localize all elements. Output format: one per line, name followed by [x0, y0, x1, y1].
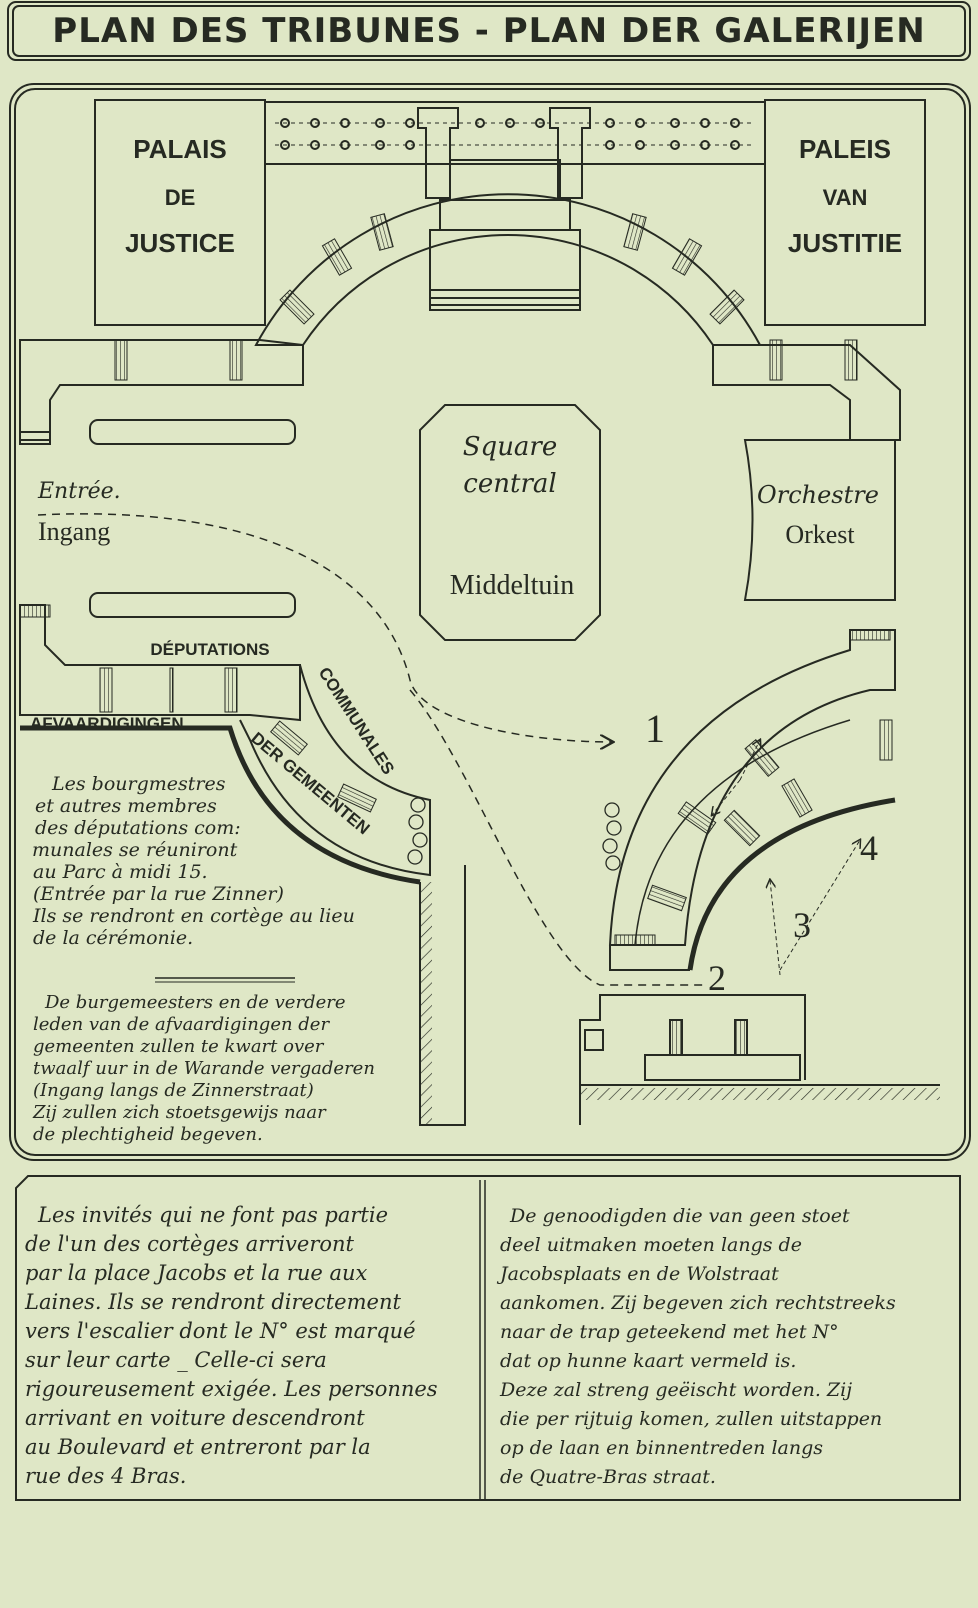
stair-number: 1 [645, 706, 665, 751]
info-line: Deze zal streng geëischt worden. Zij [499, 1379, 852, 1401]
note-line: et autres membres [35, 795, 217, 817]
palais-de-justice: PALAIS DE JUSTICE [94, 99, 266, 326]
note-nl: De burgemeesters en de verdere leden van… [32, 992, 375, 1145]
note-line: (Entrée par la rue Zinner) [33, 883, 284, 905]
route-arrow [739, 740, 760, 781]
stair-number: 4 [860, 828, 878, 868]
orchestra-label-nl: Orkest [785, 520, 855, 549]
entrance-label: Entrée. [37, 479, 121, 504]
building-label: JUSTICE [125, 228, 235, 258]
note-line: de plechtigheid begeven. [33, 1124, 263, 1145]
note-fr: Les bourgmestres et autres membres des d… [32, 773, 355, 949]
info-line: Jacobsplaats en de Wolstraat [496, 1263, 779, 1285]
der-gemeenten-label: DER GEMEENTEN [247, 729, 373, 839]
note-line: leden van de afvaardigingen der [33, 1014, 330, 1035]
info-line: deel uitmaken moeten langs de [500, 1234, 802, 1256]
note-line: Zij zullen zich stoetsgewijs naar [32, 1102, 327, 1123]
route-arrow [770, 880, 781, 976]
info-line: dat op hunne kaart vermeld is. [500, 1350, 796, 1372]
info-line: De genoodigden die van geen stoet [509, 1205, 850, 1227]
info-line: par la place Jacobs et la rue aux [25, 1261, 368, 1285]
info-line: naar de trap geteekend met het N° [500, 1321, 839, 1343]
upper-arc-tribune [19, 193, 901, 618]
building-label: JUSTITIE [788, 228, 902, 258]
building-label: DE [165, 185, 196, 210]
plan-title: PLAN DES TRIBUNES - PLAN DER GALERIJEN [52, 11, 925, 51]
lower-building [579, 994, 940, 1125]
afvaardigingen-label: AFVAARDIGINGEN [30, 714, 184, 733]
entrance-label-nl: Ingang [38, 517, 110, 546]
plan-frame [9, 83, 971, 1161]
stair-number: 3 [793, 905, 811, 945]
info-line: de l'un des cortèges arriveront [25, 1232, 355, 1256]
info-nl: De genoodigden die van geen stoet deel u… [496, 1205, 896, 1488]
info-line: op de laan en binnentreden langs [500, 1437, 823, 1459]
note-line: munales se réuniront [32, 839, 238, 861]
note-line: De burgemeesters en de verdere [44, 992, 345, 1013]
info-line: rue des 4 Bras. [25, 1464, 186, 1488]
info-line: de Quatre-Bras straat. [500, 1466, 716, 1488]
info-line: au Boulevard et entreront par la [25, 1435, 371, 1459]
orchestra-label: Orchestre [757, 481, 879, 509]
square-central: Square central Middeltuin [419, 404, 601, 641]
info-line: arrivant en voiture descendront [25, 1406, 365, 1430]
info-line: Laines. Ils se rendront directement [24, 1290, 401, 1314]
note-line: twaalf uur in de Warande vergaderen [33, 1058, 375, 1079]
square-label: Square [463, 432, 558, 462]
deputations-label: DÉPUTATIONS [150, 640, 269, 659]
central-stairs [429, 159, 581, 311]
info-line: rigoureusement exigée. Les personnes [25, 1377, 438, 1401]
note-line: (Ingang langs de Zinnerstraat) [33, 1080, 314, 1101]
info-fr: Les invités qui ne font pas partie de l'… [24, 1203, 438, 1488]
note-line: Ils se rendront en cortège au lieu [32, 905, 355, 927]
plaque [89, 419, 296, 445]
route-path [37, 513, 612, 742]
route-arrow [712, 779, 741, 815]
note-line: au Parc à midi 15. [33, 861, 208, 883]
info-line: vers l'escalier dont le N° est marqué [25, 1319, 416, 1343]
communales-label: COMMUNALES [315, 664, 398, 778]
shrubs-icon [602, 802, 622, 871]
title-banner: PLAN DES TRIBUNES - PLAN DER GALERIJEN [7, 1, 971, 61]
building-label: PALEIS [799, 134, 891, 164]
colonnade [264, 101, 766, 199]
info-line: die per rijtuig komen, zullen uitstappen [500, 1408, 882, 1430]
info-line: sur leur carte _ Celle-ci sera [25, 1348, 327, 1372]
square-label-nl: Middeltuin [450, 570, 574, 601]
note-line: gemeenten zullen te kwart over [33, 1036, 325, 1057]
note-line: Les bourgmestres [51, 773, 226, 795]
orchestra: Orchestre Orkest [743, 439, 896, 601]
square-label: central [463, 469, 556, 499]
info-line: Les invités qui ne font pas partie [37, 1203, 388, 1227]
info-line: aankomen. Zij begeven zich rechtstreeks [500, 1292, 896, 1314]
route-arrow [779, 840, 860, 971]
plaque [89, 592, 296, 618]
building-label: VAN [823, 185, 868, 210]
lower-right-tribune: 1 2 3 4 [602, 629, 896, 998]
shrubs-icon [407, 797, 428, 865]
note-line: des députations com: [35, 817, 241, 839]
note-line: de la cérémonie. [33, 927, 193, 949]
plan-frame-inner [14, 88, 966, 1156]
info-box [15, 1175, 961, 1501]
paleis-van-justitie: PALEIS VAN JUSTITIE [764, 99, 926, 326]
stair-number: 2 [708, 958, 726, 998]
route-path-2 [409, 689, 705, 986]
building-label: PALAIS [133, 134, 226, 164]
